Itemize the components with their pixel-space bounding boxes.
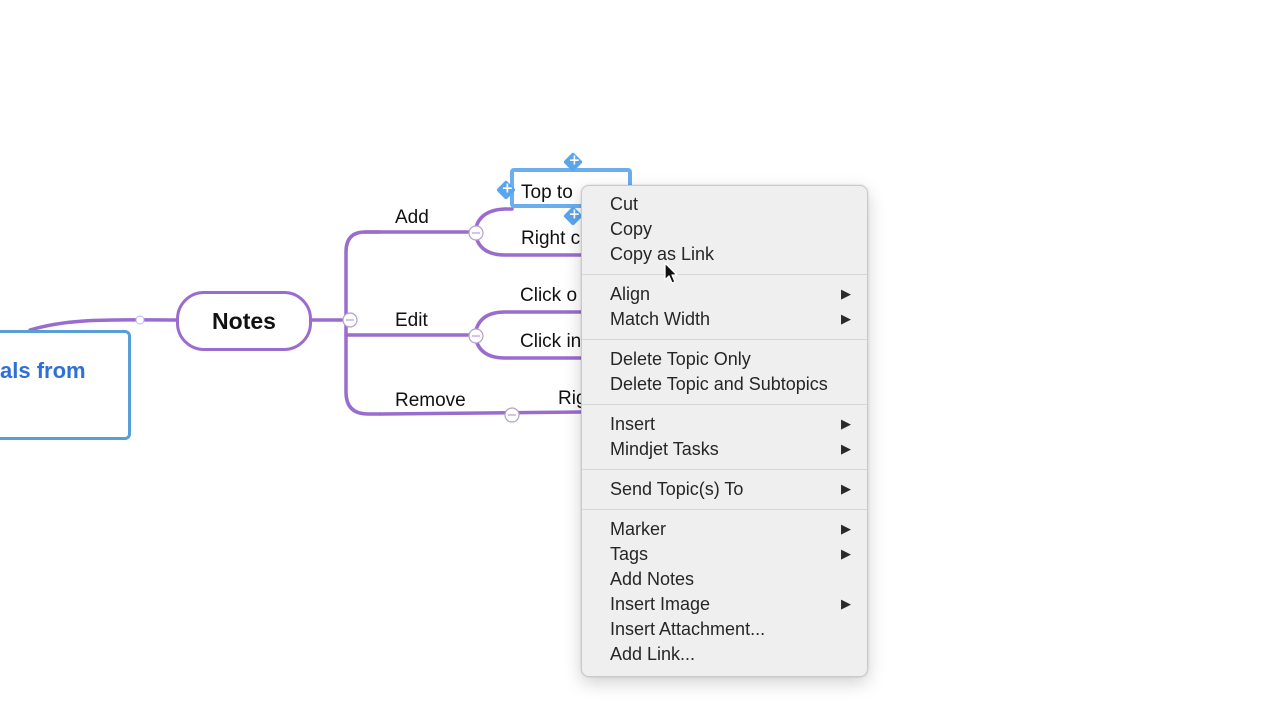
menu-separator bbox=[582, 404, 867, 405]
connector-central-notes bbox=[28, 318, 178, 332]
menu-item[interactable]: Insert Image ▶ bbox=[582, 592, 867, 617]
menu-separator bbox=[582, 469, 867, 470]
menu-item[interactable]: Align ▶ bbox=[582, 282, 867, 307]
submenu-arrow-icon: ▶ bbox=[841, 312, 851, 327]
menu-item-label: Add Link... bbox=[610, 644, 696, 664]
menu-item-label: Align bbox=[610, 284, 651, 304]
menu-separator bbox=[582, 339, 867, 340]
menu-item[interactable]: Delete Topic and Subtopics bbox=[582, 372, 867, 397]
menu-item-label: Tags bbox=[610, 544, 649, 564]
subtopic-right[interactable]: Rig bbox=[558, 388, 587, 409]
branch-edit[interactable]: Edit bbox=[395, 310, 428, 331]
central-topic-box[interactable] bbox=[0, 330, 131, 440]
submenu-arrow-icon: ▶ bbox=[841, 482, 851, 497]
menu-item-label: Delete Topic Only bbox=[610, 349, 751, 369]
menu-item-label: Delete Topic and Subtopics bbox=[610, 374, 828, 394]
submenu-arrow-icon: ▶ bbox=[841, 597, 851, 612]
branch-remove[interactable]: Remove bbox=[395, 390, 466, 411]
subtopic-click-o[interactable]: Click o bbox=[520, 285, 578, 306]
connector-dot bbox=[135, 315, 145, 325]
menu-item-label: Copy as Link bbox=[610, 244, 715, 264]
menu-item-label: Insert bbox=[610, 414, 656, 434]
submenu-arrow-icon: ▶ bbox=[841, 547, 851, 562]
menu-item[interactable]: Copy bbox=[582, 217, 867, 242]
menu-item-label: Insert Image bbox=[610, 594, 711, 614]
menu-item[interactable]: Send Topic(s) To ▶ bbox=[582, 477, 867, 502]
notes-topic-label: Notes bbox=[212, 307, 276, 334]
submenu-arrow-icon: ▶ bbox=[841, 442, 851, 457]
submenu-arrow-icon: ▶ bbox=[841, 287, 851, 302]
menu-item-label: Match Width bbox=[610, 309, 711, 329]
menu-item[interactable]: Add Notes bbox=[582, 567, 867, 592]
menu-item-label: Copy bbox=[610, 219, 653, 239]
menu-item[interactable]: Marker ▶ bbox=[582, 517, 867, 542]
central-topic-label: als from bbox=[0, 358, 86, 383]
menu-separator bbox=[582, 274, 867, 275]
menu-item[interactable]: Delete Topic Only bbox=[582, 347, 867, 372]
menu-item[interactable]: Insert Attachment... bbox=[582, 617, 867, 642]
notes-topic[interactable]: Notes bbox=[176, 291, 312, 351]
arrow-pointer-icon bbox=[664, 262, 678, 284]
subtopic-right-click[interactable]: Right c bbox=[521, 228, 581, 249]
submenu-arrow-icon: ▶ bbox=[841, 417, 851, 432]
menu-item[interactable]: Copy as Link bbox=[582, 242, 867, 267]
menu-item-label: Cut bbox=[610, 194, 639, 214]
menu-item[interactable]: Mindjet Tasks ▶ bbox=[582, 437, 867, 462]
branch-add[interactable]: Add bbox=[395, 207, 429, 228]
menu-item-label: Marker bbox=[610, 519, 667, 539]
menu-item-label: Insert Attachment... bbox=[610, 619, 766, 639]
menu-item[interactable]: Cut bbox=[582, 192, 867, 217]
menu-item[interactable]: Tags ▶ bbox=[582, 542, 867, 567]
menu-item-label: Send Topic(s) To bbox=[610, 479, 744, 499]
menu-item[interactable]: Match Width ▶ bbox=[582, 307, 867, 332]
submenu-arrow-icon: ▶ bbox=[841, 522, 851, 537]
menu-item-label: Mindjet Tasks bbox=[610, 439, 719, 459]
menu-item[interactable]: Add Link... bbox=[582, 642, 867, 667]
menu-separator bbox=[582, 509, 867, 510]
menu-item[interactable]: Insert ▶ bbox=[582, 412, 867, 437]
menu-item-label: Add Notes bbox=[610, 569, 695, 589]
selected-topic-label: Top to bbox=[521, 182, 573, 203]
subtopic-click-in[interactable]: Click in bbox=[520, 331, 582, 352]
connector-remove bbox=[378, 410, 584, 416]
